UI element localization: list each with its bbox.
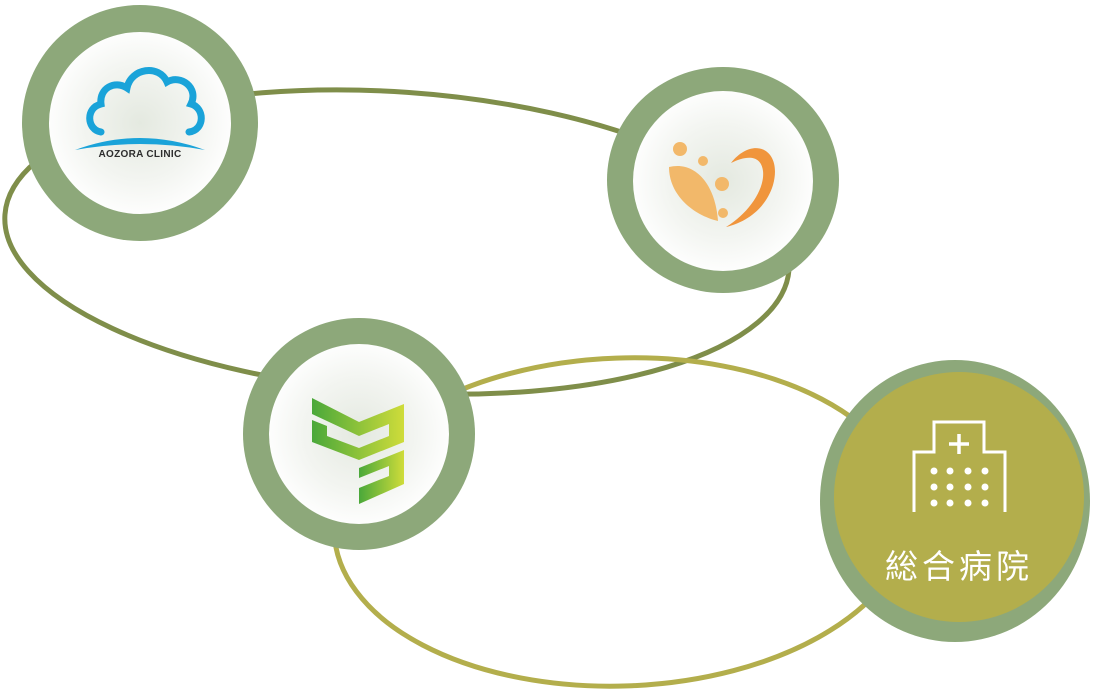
heart-leaf-logo-icon xyxy=(669,142,775,227)
hospital-building-icon xyxy=(912,420,1007,512)
node-aozora-clinic[interactable]: AOZORA CLINIC xyxy=(22,5,258,241)
cloud-logo-icon xyxy=(75,67,205,150)
node-green-clinic[interactable] xyxy=(243,318,475,550)
node-orange-clinic[interactable] xyxy=(607,67,839,293)
general-hospital-label: 総合病院 xyxy=(885,547,1033,586)
aozora-clinic-label: AOZORA CLINIC xyxy=(98,149,182,160)
node-general-hospital[interactable]: 総合病院 xyxy=(820,360,1090,642)
green-chevron-logo-icon xyxy=(312,398,404,504)
